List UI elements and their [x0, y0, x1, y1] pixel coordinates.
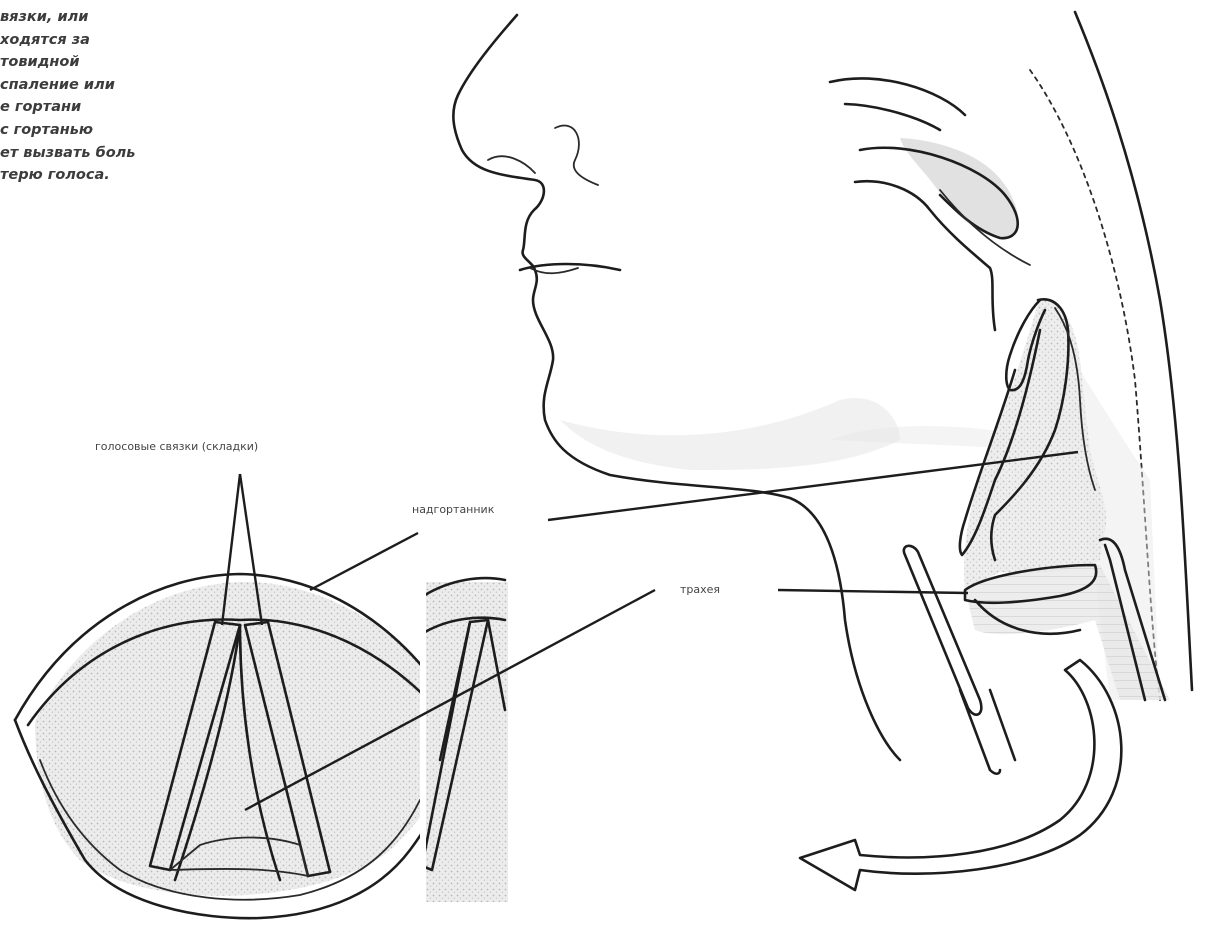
caption-line: е гортани	[0, 96, 240, 119]
trachea-leader-right	[778, 590, 968, 593]
caption-line: с гортанью	[0, 119, 240, 142]
caption-line: спаление или	[0, 74, 240, 97]
label-epiglottis: надгортанник	[412, 503, 494, 516]
caption-line: ет вызвать боль	[0, 142, 240, 165]
label-vocal-folds: голосовые связки (складки)	[95, 440, 258, 453]
caption-text: вязки, или ходятся за товидной спаление …	[0, 6, 240, 187]
caption-line: вязки, или	[0, 6, 240, 29]
larynx-top-view	[15, 474, 465, 918]
epiglottis-leader-left	[310, 533, 418, 590]
label-trachea: трахея	[680, 583, 720, 596]
larynx-partial-view	[420, 578, 508, 908]
caption-line: терю голоса.	[0, 164, 240, 187]
caption-line: товидной	[0, 51, 240, 74]
caption-line: ходятся за	[0, 29, 240, 52]
nasal-cavity	[830, 78, 1030, 330]
